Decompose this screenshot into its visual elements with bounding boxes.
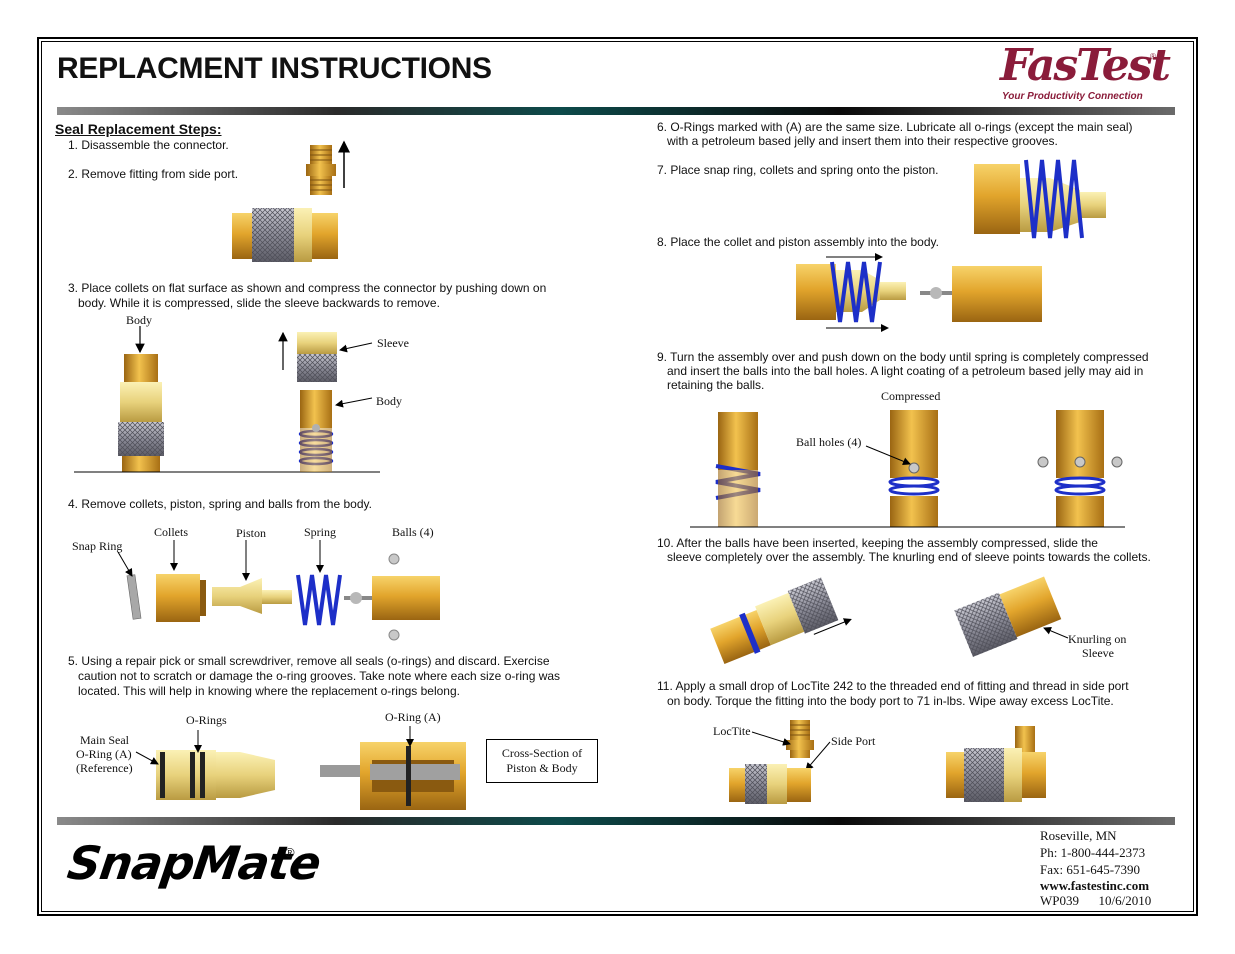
label-main-seal-1: Main Seal	[80, 733, 129, 747]
label-side-port: Side Port	[831, 734, 876, 748]
step-6-line-2: with a petroleum based jelly and insert …	[667, 134, 1058, 148]
label-o-ring-a: O-Ring (A)	[385, 710, 441, 724]
body-image-step-3	[298, 390, 373, 472]
sleeve-image-step-3	[278, 331, 373, 382]
compress-image-step-3	[74, 326, 380, 473]
label-o-rings: O-Rings	[186, 713, 227, 727]
label-balls: Balls (4)	[392, 525, 434, 539]
cross-section-caption-2: Piston & Body	[506, 761, 578, 775]
ball-insertion-step-9	[690, 410, 1125, 528]
contact-phone: Ph: 1-800-444-2373	[1040, 845, 1146, 860]
label-main-seal-2: O-Ring (A)	[76, 747, 132, 761]
step-9-line-1: 9. Turn the assembly over and push down …	[657, 350, 1149, 364]
cross-section-caption-1: Cross-Section of	[501, 746, 583, 760]
label-sleeve: Sleeve	[377, 336, 409, 350]
step-1: 1. Disassemble the connector.	[68, 138, 229, 152]
fastest-tagline: Your Productivity Connection	[1002, 91, 1143, 102]
step-2: 2. Remove fitting from side port.	[68, 167, 239, 181]
label-compressed: Compressed	[881, 389, 941, 403]
footer-divider-bar	[57, 817, 1175, 825]
label-main-seal-3: (Reference)	[76, 761, 133, 775]
label-collets: Collets	[154, 525, 189, 539]
label-knurling-2: Sleeve	[1082, 646, 1114, 660]
step-8: 8. Place the collet and piston assembly …	[657, 235, 939, 249]
fastest-logo-word: FasTest	[1000, 40, 1171, 91]
step-9-line-2: and insert the balls into the ball holes…	[667, 364, 1144, 378]
assembled-connector-step-11	[946, 726, 1046, 802]
step-3-line-1: 3. Place collets on flat surface as show…	[68, 281, 547, 295]
step-11-line-2: on body. Torque the fitting into the bod…	[667, 694, 1114, 708]
step-10-line-2: sleeve completely over the assembly. The…	[667, 550, 1151, 564]
step-5-line-1: 5. Using a repair pick or small screwdri…	[68, 654, 550, 668]
step-5-line-3: located. This will help in knowing where…	[78, 684, 460, 698]
contact-website[interactable]: www.fastestinc.com	[1040, 878, 1150, 893]
collet-piston-into-body-step-8	[796, 253, 1042, 332]
fitting-image-step-2	[306, 140, 350, 195]
label-ball-holes: Ball holes (4)	[796, 435, 862, 449]
side-port-fitting-step-11	[729, 720, 831, 804]
step-11-line-1: 11. Apply a small drop of LocTite 242 to…	[657, 679, 1129, 693]
step-5-line-2: caution not to scratch or damage the o-r…	[78, 669, 561, 683]
piston-o-ring-image	[135, 730, 275, 800]
step-7: 7. Place snap ring, collets and spring o…	[657, 163, 939, 177]
connector-image-step-2	[232, 208, 338, 262]
step-10-line-1: 10. After the balls have been inserted, …	[657, 536, 1098, 550]
cross-section-caption-box: Cross-Section of Piston & Body	[486, 739, 598, 783]
step-3-line-2: body. While it is compressed, slide the …	[78, 296, 440, 310]
snapmate-registered-mark: ®	[285, 845, 295, 860]
fastest-logo: FasTest ® Your Productivity Connection	[1000, 40, 1171, 104]
page-border-inner	[41, 41, 1194, 912]
step-9-line-3: retaining the balls.	[667, 378, 765, 392]
step-6-line-1: 6. O-Rings marked with (A) are the same …	[657, 120, 1133, 134]
piston-assembly-step-7	[974, 159, 1106, 239]
header-divider-bar	[57, 107, 1175, 115]
page-border-outer	[37, 37, 1198, 916]
page-title: REPLACMENT INSTRUCTIONS	[57, 52, 492, 85]
registered-mark: ®	[1150, 52, 1156, 61]
exploded-parts-step-4	[117, 540, 440, 641]
document-id-date: WP039 10/6/2010	[1040, 893, 1152, 908]
label-body: Body	[126, 313, 153, 327]
contact-city: Roseville, MN	[1040, 828, 1117, 843]
sleeve-slide-step-10	[710, 576, 1069, 665]
label-piston: Piston	[236, 526, 267, 540]
label-spring: Spring	[304, 525, 337, 539]
label-loctite: LocTite	[713, 724, 751, 738]
cross-section-image	[320, 726, 466, 810]
contact-fax: Fax: 651-645-7390	[1040, 862, 1141, 877]
step-4: 4. Remove collets, piston, spring and ba…	[68, 497, 372, 511]
label-snap-ring: Snap Ring	[72, 539, 123, 553]
section-heading: Seal Replacement Steps:	[55, 121, 222, 137]
label-body-2: Body	[376, 394, 403, 408]
label-knurling-1: Knurling on	[1068, 632, 1127, 646]
